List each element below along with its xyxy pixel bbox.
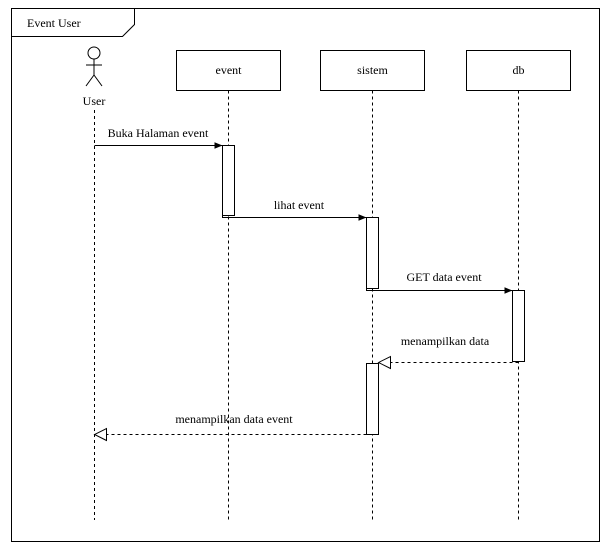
message-1-label: Buka Halaman event xyxy=(108,126,209,140)
lifeline-sistem-box xyxy=(320,50,425,91)
activation-sistem-2 xyxy=(366,363,379,435)
lifeline-event-label: event xyxy=(216,63,243,77)
message-2-label: lihat event xyxy=(274,198,325,212)
actor-leg-left xyxy=(85,74,95,87)
activation-db xyxy=(512,290,525,362)
message-3-label: GET data event xyxy=(406,270,482,284)
frame-title: Event User xyxy=(27,16,81,30)
actor-leg-right xyxy=(93,74,103,87)
message-2-arrow xyxy=(222,214,367,221)
message-4-label: menampilkan data xyxy=(401,334,490,348)
lifeline-db-box xyxy=(466,50,571,91)
lifeline-event-box xyxy=(176,50,281,91)
lifeline-event: event xyxy=(176,50,281,91)
actor-label: User xyxy=(83,94,106,108)
lifeline-db-label: db xyxy=(513,63,525,77)
activation-event xyxy=(222,145,235,216)
activation-sistem-1 xyxy=(366,217,379,289)
lifeline-sistem: sistem xyxy=(320,50,425,91)
lifeline-db: db xyxy=(466,50,571,91)
message-3-arrow xyxy=(366,287,513,294)
lifeline-sistem-label: sistem xyxy=(357,63,388,77)
message-5-label: menampilkan data event xyxy=(175,412,293,426)
frame-title-tab xyxy=(11,8,135,37)
actor-user: User xyxy=(83,46,106,108)
actor-head xyxy=(87,46,101,60)
